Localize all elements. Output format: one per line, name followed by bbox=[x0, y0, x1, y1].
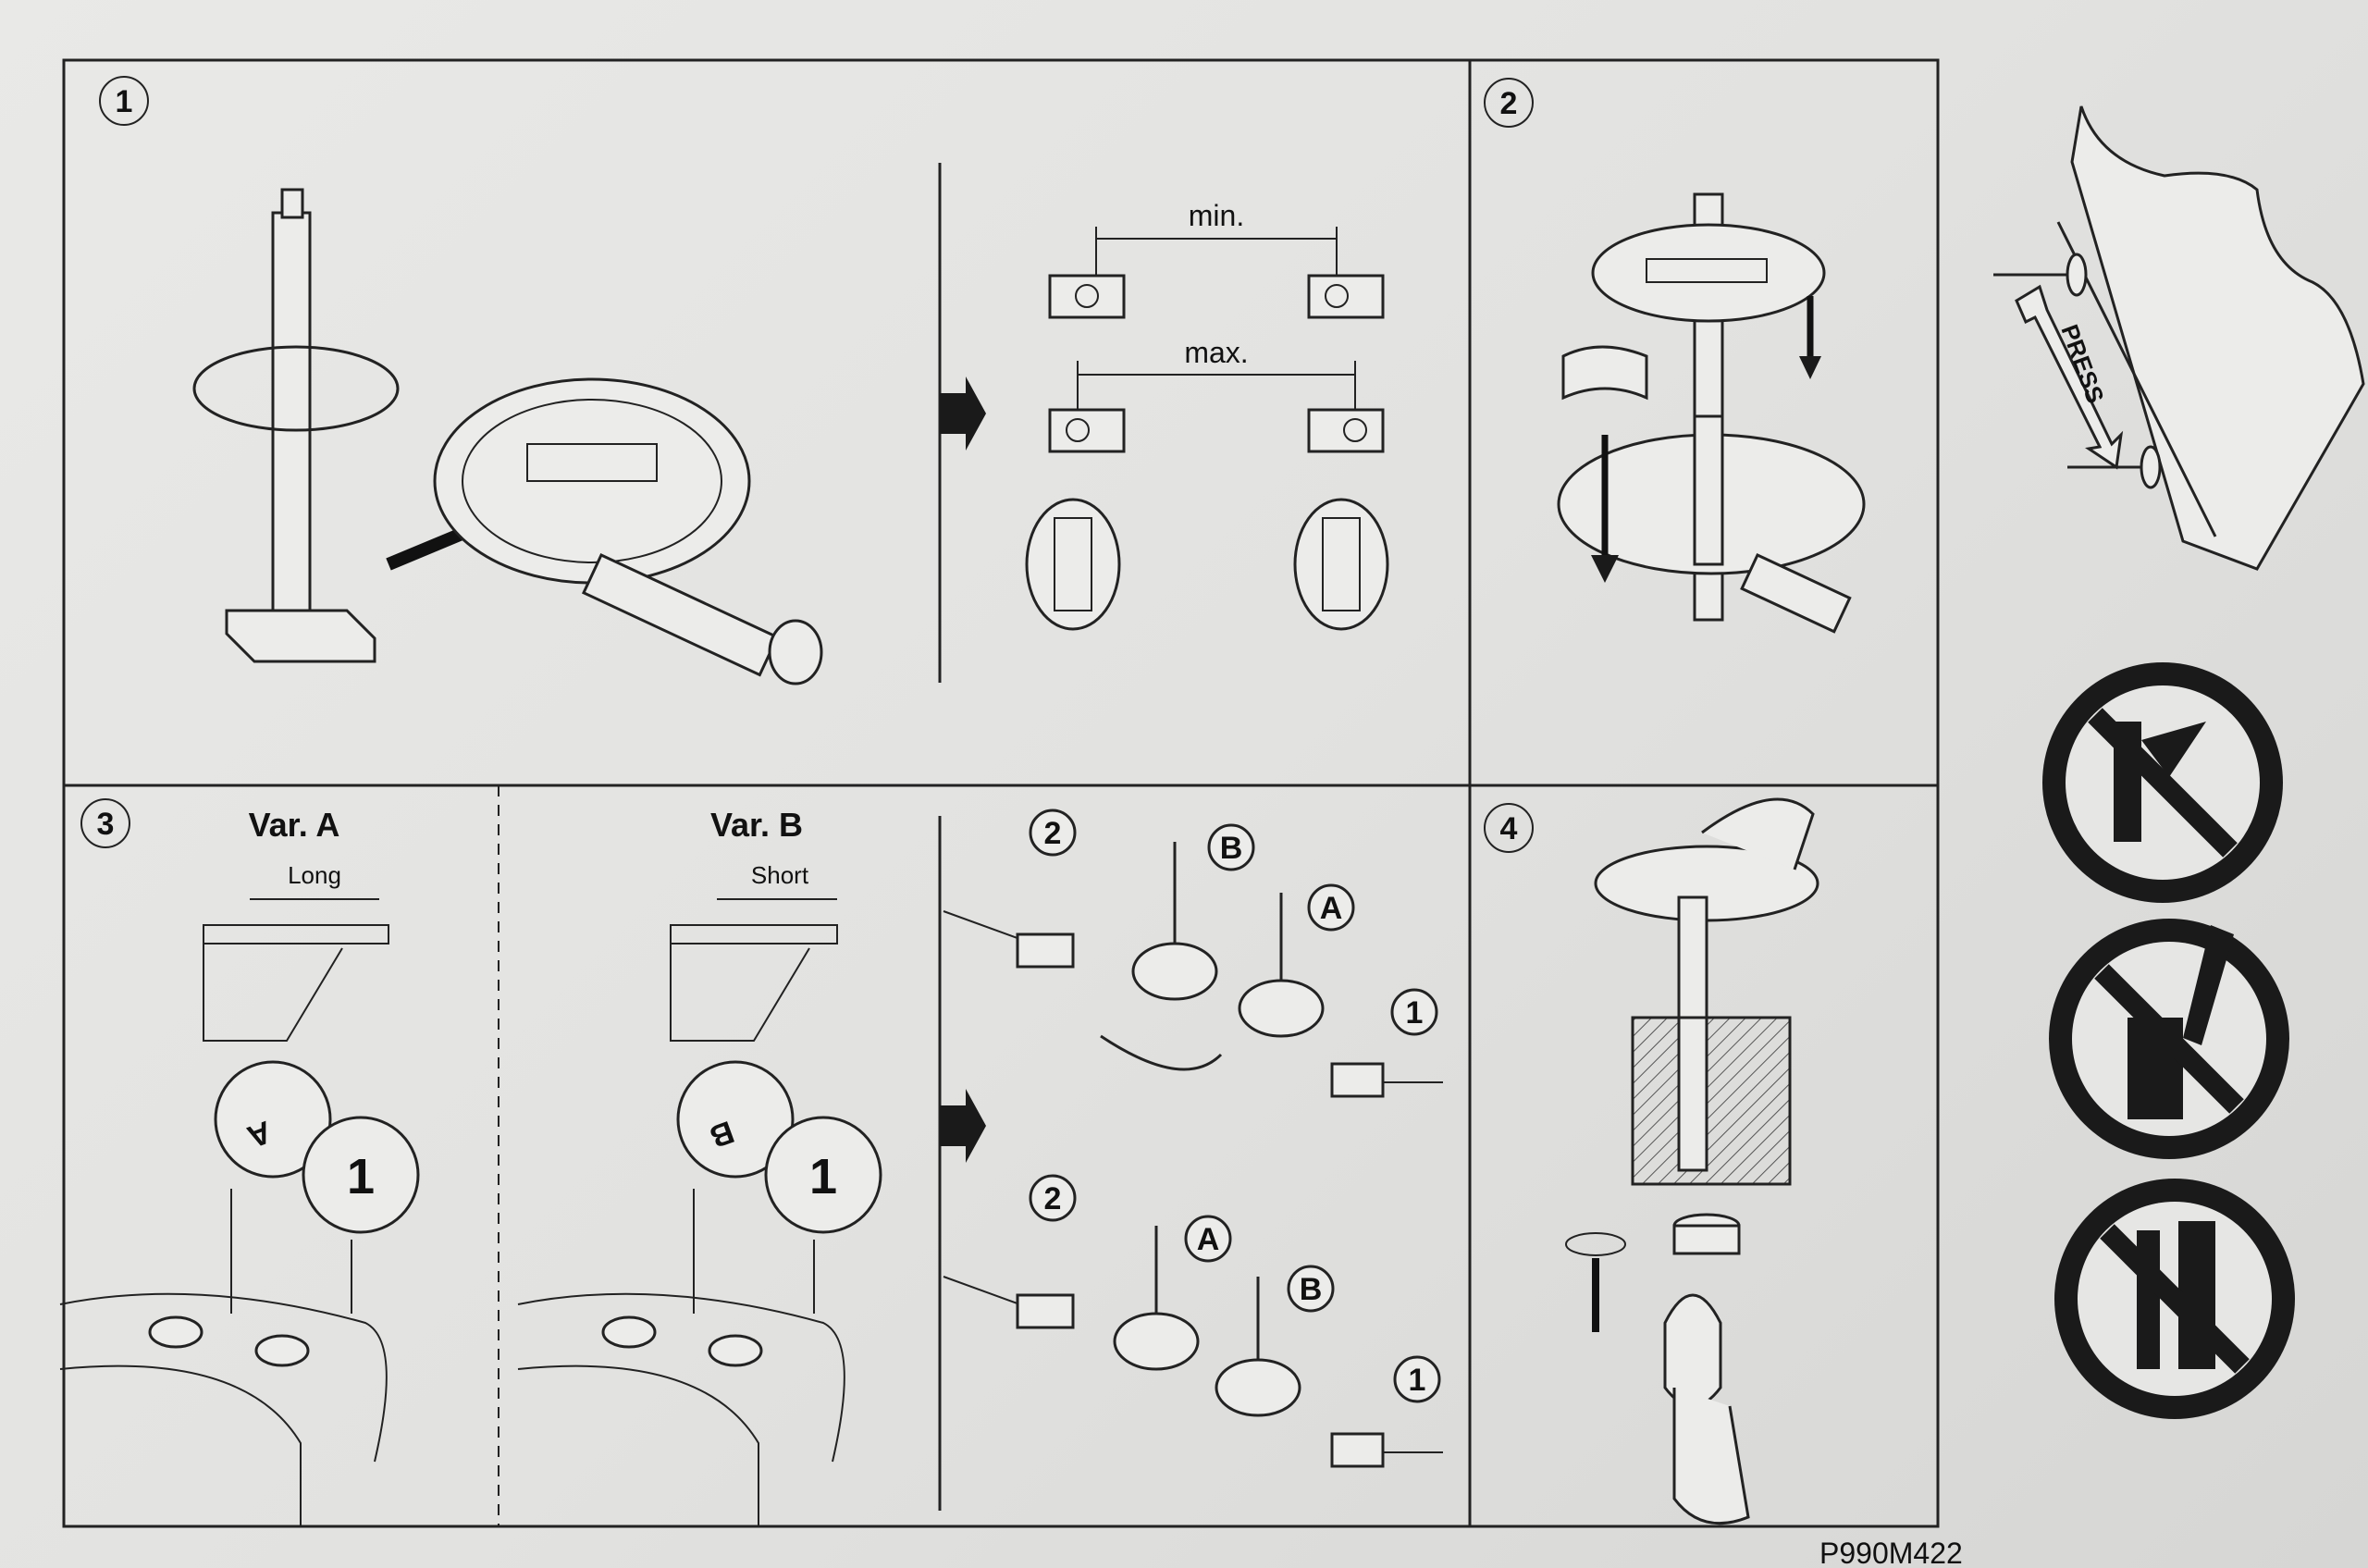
min-label: min. bbox=[1189, 199, 1244, 232]
svg-text:1: 1 bbox=[116, 84, 133, 119]
step1-post-illustration bbox=[192, 188, 823, 685]
arrow-right-icon bbox=[940, 377, 986, 451]
var-b-length-label: Short bbox=[751, 861, 809, 889]
step-3-badge: 3 bbox=[80, 798, 130, 848]
arrow-right-icon bbox=[940, 1089, 986, 1163]
callout: 2 bbox=[1029, 1174, 1077, 1222]
max-label: max. bbox=[1184, 336, 1248, 369]
callout: 1 bbox=[1390, 988, 1438, 1036]
callout: 1 bbox=[1393, 1355, 1441, 1403]
svg-text:1: 1 bbox=[809, 1149, 837, 1204]
svg-text:A: A bbox=[1320, 891, 1343, 926]
svg-text:1: 1 bbox=[1409, 1363, 1426, 1398]
svg-text:4: 4 bbox=[1500, 811, 1518, 846]
step3-assembly-lower: 2 A B 1 bbox=[943, 1174, 1443, 1468]
var-a-title: Var. A bbox=[249, 806, 340, 844]
svg-text:1: 1 bbox=[1406, 995, 1424, 1031]
svg-text:B: B bbox=[1300, 1272, 1323, 1307]
svg-text:A: A bbox=[1197, 1222, 1220, 1257]
panel-frame bbox=[62, 58, 1940, 1528]
svg-text:2: 2 bbox=[1044, 1181, 1062, 1216]
step3-assembly-upper: 2 B A 1 bbox=[943, 809, 1443, 1098]
callout: A bbox=[1307, 883, 1355, 932]
step3-var-b: Var. B Short B 1 bbox=[517, 806, 882, 1526]
callout: B bbox=[1207, 823, 1255, 871]
press-illustration: PRESS bbox=[1993, 105, 2365, 571]
document-code: P990M422 bbox=[1819, 1537, 1963, 1568]
svg-text:B: B bbox=[1220, 831, 1243, 866]
svg-text:2: 2 bbox=[1044, 816, 1062, 851]
step3-var-a: Var. A Long A 1 bbox=[59, 806, 420, 1526]
var-b-title: Var. B bbox=[710, 806, 803, 844]
svg-text:2: 2 bbox=[1500, 86, 1518, 121]
step-2-badge: 2 bbox=[1484, 78, 1534, 128]
callout: 2 bbox=[1029, 809, 1077, 857]
svg-text:1: 1 bbox=[347, 1149, 375, 1204]
no-scrubbing-icon bbox=[2054, 1179, 2295, 1419]
var-a-length-label: Long bbox=[288, 861, 341, 889]
step4-illustration bbox=[1565, 797, 1819, 1525]
callout: A bbox=[1184, 1215, 1232, 1263]
no-chemical-cleaner-icon bbox=[2049, 919, 2289, 1159]
step2-illustration bbox=[1557, 192, 1866, 634]
no-abrasive-cleaner-icon bbox=[2042, 662, 2283, 903]
step-1-badge: 1 bbox=[99, 76, 149, 126]
step1-distance-diagram: min. max. bbox=[1025, 199, 1389, 631]
step-4-badge: 4 bbox=[1484, 803, 1534, 853]
callout: B bbox=[1287, 1265, 1335, 1313]
svg-text:3: 3 bbox=[97, 807, 115, 842]
